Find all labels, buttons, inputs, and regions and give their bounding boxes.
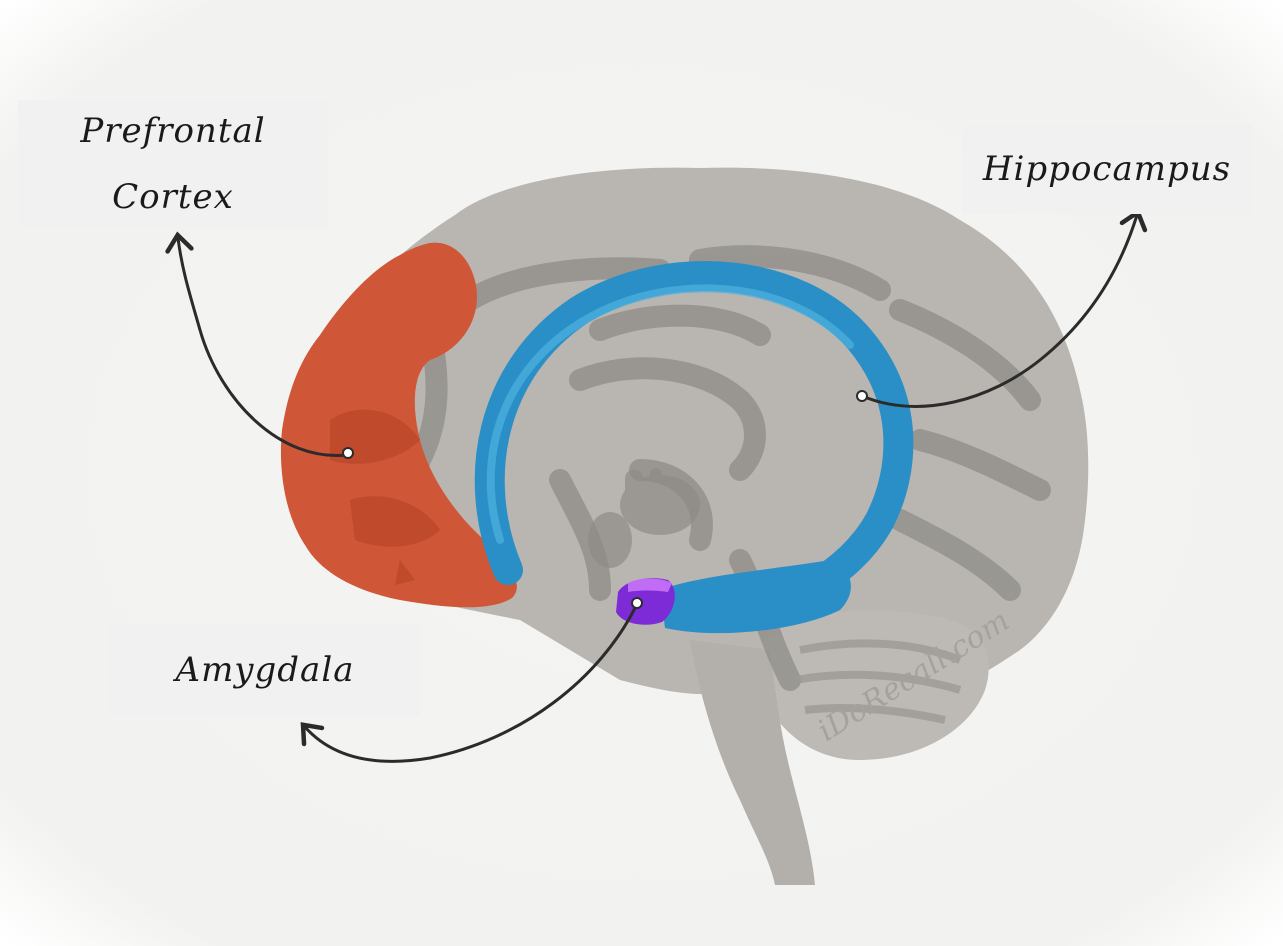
hippocampus-label: Hippocampus <box>983 136 1231 202</box>
prefrontal-dot <box>343 448 353 458</box>
prefrontal-label: Prefrontal Cortex <box>80 98 265 230</box>
amygdala-dot <box>632 598 642 608</box>
amygdala-highlight <box>628 579 672 593</box>
prefrontal-label-box: Prefrontal Cortex <box>18 100 328 228</box>
amygdala-label-box: Amygdala <box>110 624 420 716</box>
amygdala-label: Amygdala <box>176 637 355 703</box>
hippocampus-label-box: Hippocampus <box>962 124 1252 214</box>
prefrontal-label-line2: Cortex <box>80 164 265 230</box>
prefrontal-label-line1: Prefrontal <box>80 98 265 164</box>
hippocampus-dot <box>857 391 867 401</box>
